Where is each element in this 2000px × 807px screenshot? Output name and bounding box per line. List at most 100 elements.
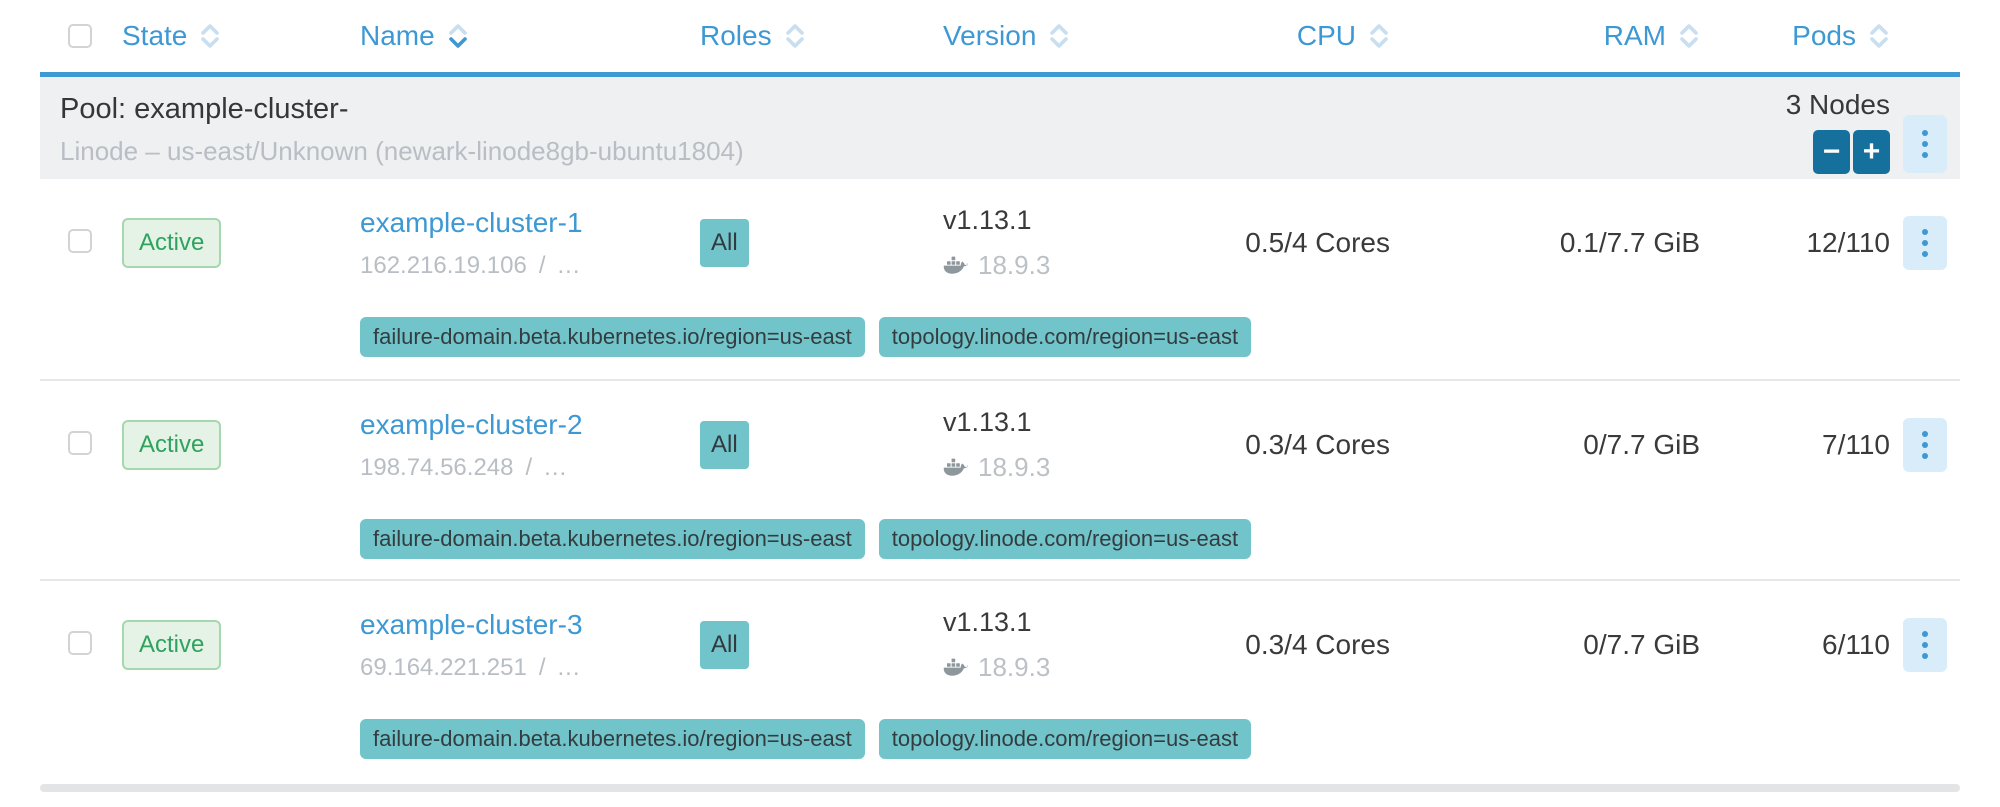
row-menu-button[interactable] xyxy=(1903,418,1947,472)
table-header: State Name Roles Version CPU RAM Pods xyxy=(40,0,1960,72)
sort-icon xyxy=(1870,24,1888,48)
column-header-ram[interactable]: RAM xyxy=(1390,20,1700,52)
pool-title: Pool: example-cluster- xyxy=(60,93,349,125)
column-header-version[interactable]: Version xyxy=(940,20,1200,52)
node-labels: failure-domain.beta.kubernetes.io/region… xyxy=(360,317,1960,357)
node-name-link[interactable]: example-cluster-3 xyxy=(360,608,583,640)
row-checkbox[interactable] xyxy=(68,630,92,655)
address-more-toggle[interactable]: ... xyxy=(544,453,568,481)
sort-icon xyxy=(785,24,804,48)
address-more-toggle[interactable]: ... xyxy=(557,251,581,279)
version-cell: v1.13.1 18.9.3 xyxy=(940,407,1200,483)
docker-version: 18.9.3 xyxy=(978,250,1051,280)
state-cell: Active xyxy=(92,420,330,470)
address-more-toggle[interactable]: ... xyxy=(557,653,581,681)
sort-icon xyxy=(1050,24,1069,48)
node-name-link[interactable]: example-cluster-2 xyxy=(360,408,583,440)
kebab-dot xyxy=(1922,653,1928,659)
node-row: Active example-cluster-1 162.216.19.106 … xyxy=(40,179,1960,379)
name-cell: example-cluster-2 198.74.56.248 / ... xyxy=(330,409,700,482)
role-badge: All xyxy=(700,219,749,267)
kebab-dot xyxy=(1922,442,1928,448)
pods-value: 6/110 xyxy=(1822,629,1890,660)
row-menu-button[interactable] xyxy=(1903,618,1947,672)
sort-icon xyxy=(1370,24,1388,48)
column-label-state: State xyxy=(122,20,188,51)
status-badge: Active xyxy=(122,620,222,670)
pool-actions xyxy=(1890,85,1960,179)
node-ip: 69.164.221.251 xyxy=(360,653,527,681)
node-label-tag: failure-domain.beta.kubernetes.io/region… xyxy=(360,719,865,759)
node-name-link[interactable]: example-cluster-1 xyxy=(360,206,583,238)
node-ip: 198.74.56.248 xyxy=(360,453,514,481)
column-header-name[interactable]: Name xyxy=(330,20,700,52)
pool-row: Pool: example-cluster- Linode – us-east/… xyxy=(40,77,1960,179)
column-label-ram: RAM xyxy=(1603,20,1666,51)
state-cell: Active xyxy=(92,620,330,670)
sort-icon xyxy=(201,24,220,48)
select-all-checkbox[interactable] xyxy=(68,24,92,48)
column-header-state[interactable]: State xyxy=(92,20,330,52)
node-address: 162.216.19.106 / ... xyxy=(360,252,700,280)
roles-cell: All xyxy=(700,621,940,669)
kebab-dot xyxy=(1922,431,1928,437)
scale-up-button[interactable]: + xyxy=(1853,130,1890,174)
column-label-cpu: CPU xyxy=(1296,20,1356,51)
kubernetes-version: v1.13.1 xyxy=(943,205,1032,235)
row-select-cell xyxy=(40,228,92,258)
column-header-roles[interactable]: Roles xyxy=(700,20,940,52)
node-label-tag: failure-domain.beta.kubernetes.io/region… xyxy=(360,519,865,559)
kebab-dot xyxy=(1922,130,1928,136)
node-label-tag: topology.linode.com/region=us-east xyxy=(878,719,1252,759)
bottom-divider xyxy=(40,784,1960,792)
column-header-pods[interactable]: Pods xyxy=(1700,20,1890,52)
node-labels: failure-domain.beta.kubernetes.io/region… xyxy=(360,719,1960,759)
role-badge: All xyxy=(700,621,749,669)
column-header-cpu[interactable]: CPU xyxy=(1200,20,1390,52)
address-separator: / xyxy=(538,653,546,681)
status-badge: Active xyxy=(122,420,222,470)
actions-cell xyxy=(1890,216,1960,270)
roles-cell: All xyxy=(700,219,940,267)
row-checkbox[interactable] xyxy=(68,430,92,455)
row-select-cell xyxy=(40,430,92,460)
kebab-dot xyxy=(1922,152,1928,158)
kebab-dot xyxy=(1922,453,1928,459)
pool-scale-controls: 3 Nodes − + xyxy=(1786,85,1890,179)
node-label-tag: topology.linode.com/region=us-east xyxy=(878,519,1252,559)
node-row: Active example-cluster-2 198.74.56.248 /… xyxy=(40,379,1960,579)
column-label-name: Name xyxy=(360,20,435,51)
column-label-roles: Roles xyxy=(700,20,772,51)
kebab-dot xyxy=(1922,642,1928,648)
kubernetes-version: v1.13.1 xyxy=(943,607,1032,637)
node-labels: failure-domain.beta.kubernetes.io/region… xyxy=(360,519,1960,559)
scale-buttons: − + xyxy=(1813,130,1890,174)
docker-version-line: 18.9.3 xyxy=(943,250,1200,281)
row-menu-button[interactable] xyxy=(1903,216,1947,270)
node-address: 69.164.221.251 / ... xyxy=(360,654,700,682)
cpu-value: 0.5/4 Cores xyxy=(1245,227,1390,258)
header-divider xyxy=(40,72,1960,77)
pool-menu-button[interactable] xyxy=(1903,115,1947,173)
docker-version-line: 18.9.3 xyxy=(943,652,1200,683)
column-label-version: Version xyxy=(943,20,1037,51)
kubernetes-version: v1.13.1 xyxy=(943,407,1032,437)
docker-icon xyxy=(943,658,969,678)
header-cell-select xyxy=(40,24,92,48)
plus-icon: + xyxy=(1862,135,1881,168)
kebab-dot xyxy=(1922,631,1928,637)
minus-icon: − xyxy=(1822,135,1841,168)
docker-version: 18.9.3 xyxy=(978,452,1051,482)
address-separator: / xyxy=(525,453,533,481)
pool-info: Pool: example-cluster- Linode – us-east/… xyxy=(60,85,1786,179)
ram-value: 0.1/7.7 GiB xyxy=(1559,227,1700,258)
kebab-dot xyxy=(1922,229,1928,235)
name-cell: example-cluster-1 162.216.19.106 / ... xyxy=(330,207,700,280)
row-checkbox[interactable] xyxy=(68,228,92,253)
scale-down-button[interactable]: − xyxy=(1813,130,1850,174)
address-separator: / xyxy=(538,251,546,279)
version-cell: v1.13.1 18.9.3 xyxy=(940,205,1200,281)
docker-icon xyxy=(943,458,969,478)
cpu-value: 0.3/4 Cores xyxy=(1245,629,1390,660)
